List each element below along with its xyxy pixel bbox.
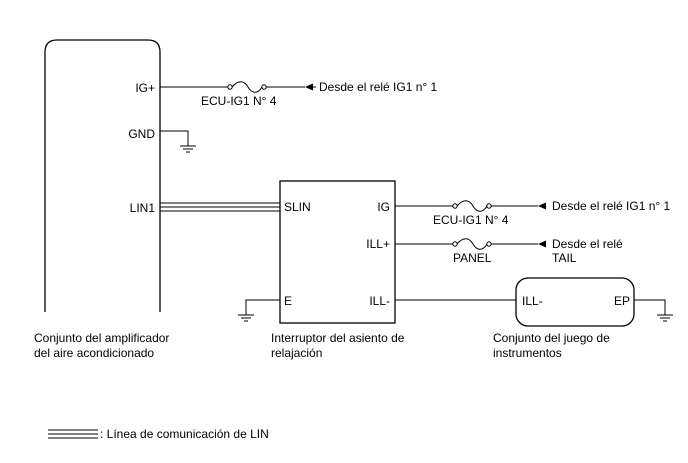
cluster-block xyxy=(515,277,635,327)
switch-ig-arrow xyxy=(538,202,546,210)
amplifier-block xyxy=(44,39,161,312)
amp-pin-gnd: GND xyxy=(128,127,155,141)
amp-caption-line1: Conjunto del amplificador xyxy=(34,331,169,345)
switch-ground xyxy=(238,299,280,322)
cluster-pin-ep: EP xyxy=(614,294,630,308)
switch-pin-e: E xyxy=(284,294,292,308)
switch-ig-source: Desde el relé IG1 n° 1 xyxy=(552,199,671,213)
switch-caption-line1: Interruptor del asiento de xyxy=(271,331,405,345)
switch-pin-ig: IG xyxy=(377,200,390,214)
amp-pin-ig: IG+ xyxy=(135,81,155,95)
switch-ig-wire xyxy=(395,200,546,212)
amp-ig-wire xyxy=(160,81,316,93)
panel-fuse-label: PANEL xyxy=(453,251,492,265)
switch-pin-ill-plus: ILL+ xyxy=(366,237,390,251)
amp-caption-line2: del aire acondicionado xyxy=(34,346,154,360)
amp-ig-source: Desde el relé IG1 n° 1 xyxy=(319,80,438,94)
switch-ill-wire xyxy=(395,238,546,250)
amp-pin-lin: LIN1 xyxy=(130,201,156,215)
switch-ill-arrow xyxy=(538,240,546,248)
legend-lin-symbol xyxy=(48,429,98,439)
cluster-ground xyxy=(634,299,673,322)
lin-bus xyxy=(160,202,280,212)
amp-ground xyxy=(160,130,196,153)
amp-fuse-label: ECU-IG1 N° 4 xyxy=(201,94,277,108)
switch-fuse-label: ECU-IG1 N° 4 xyxy=(433,213,509,227)
switch-ill-source-line2: TAIL xyxy=(552,251,577,265)
switch-pin-ill-minus: ILL- xyxy=(369,294,390,308)
cluster-pin-ill-minus: ILL- xyxy=(522,294,543,308)
switch-block xyxy=(279,180,396,324)
cluster-caption-line1: Conjunto del juego de xyxy=(493,331,610,345)
cluster-caption-line2: instrumentos xyxy=(493,346,562,360)
legend-lin-label: : Línea de comunicación de LIN xyxy=(100,427,269,441)
switch-pin-slin: SLIN xyxy=(284,200,311,214)
switch-ill-source-line1: Desde el relé xyxy=(552,237,623,251)
amp-ig-arrow xyxy=(305,83,313,91)
switch-caption-line2: relajación xyxy=(271,346,322,360)
